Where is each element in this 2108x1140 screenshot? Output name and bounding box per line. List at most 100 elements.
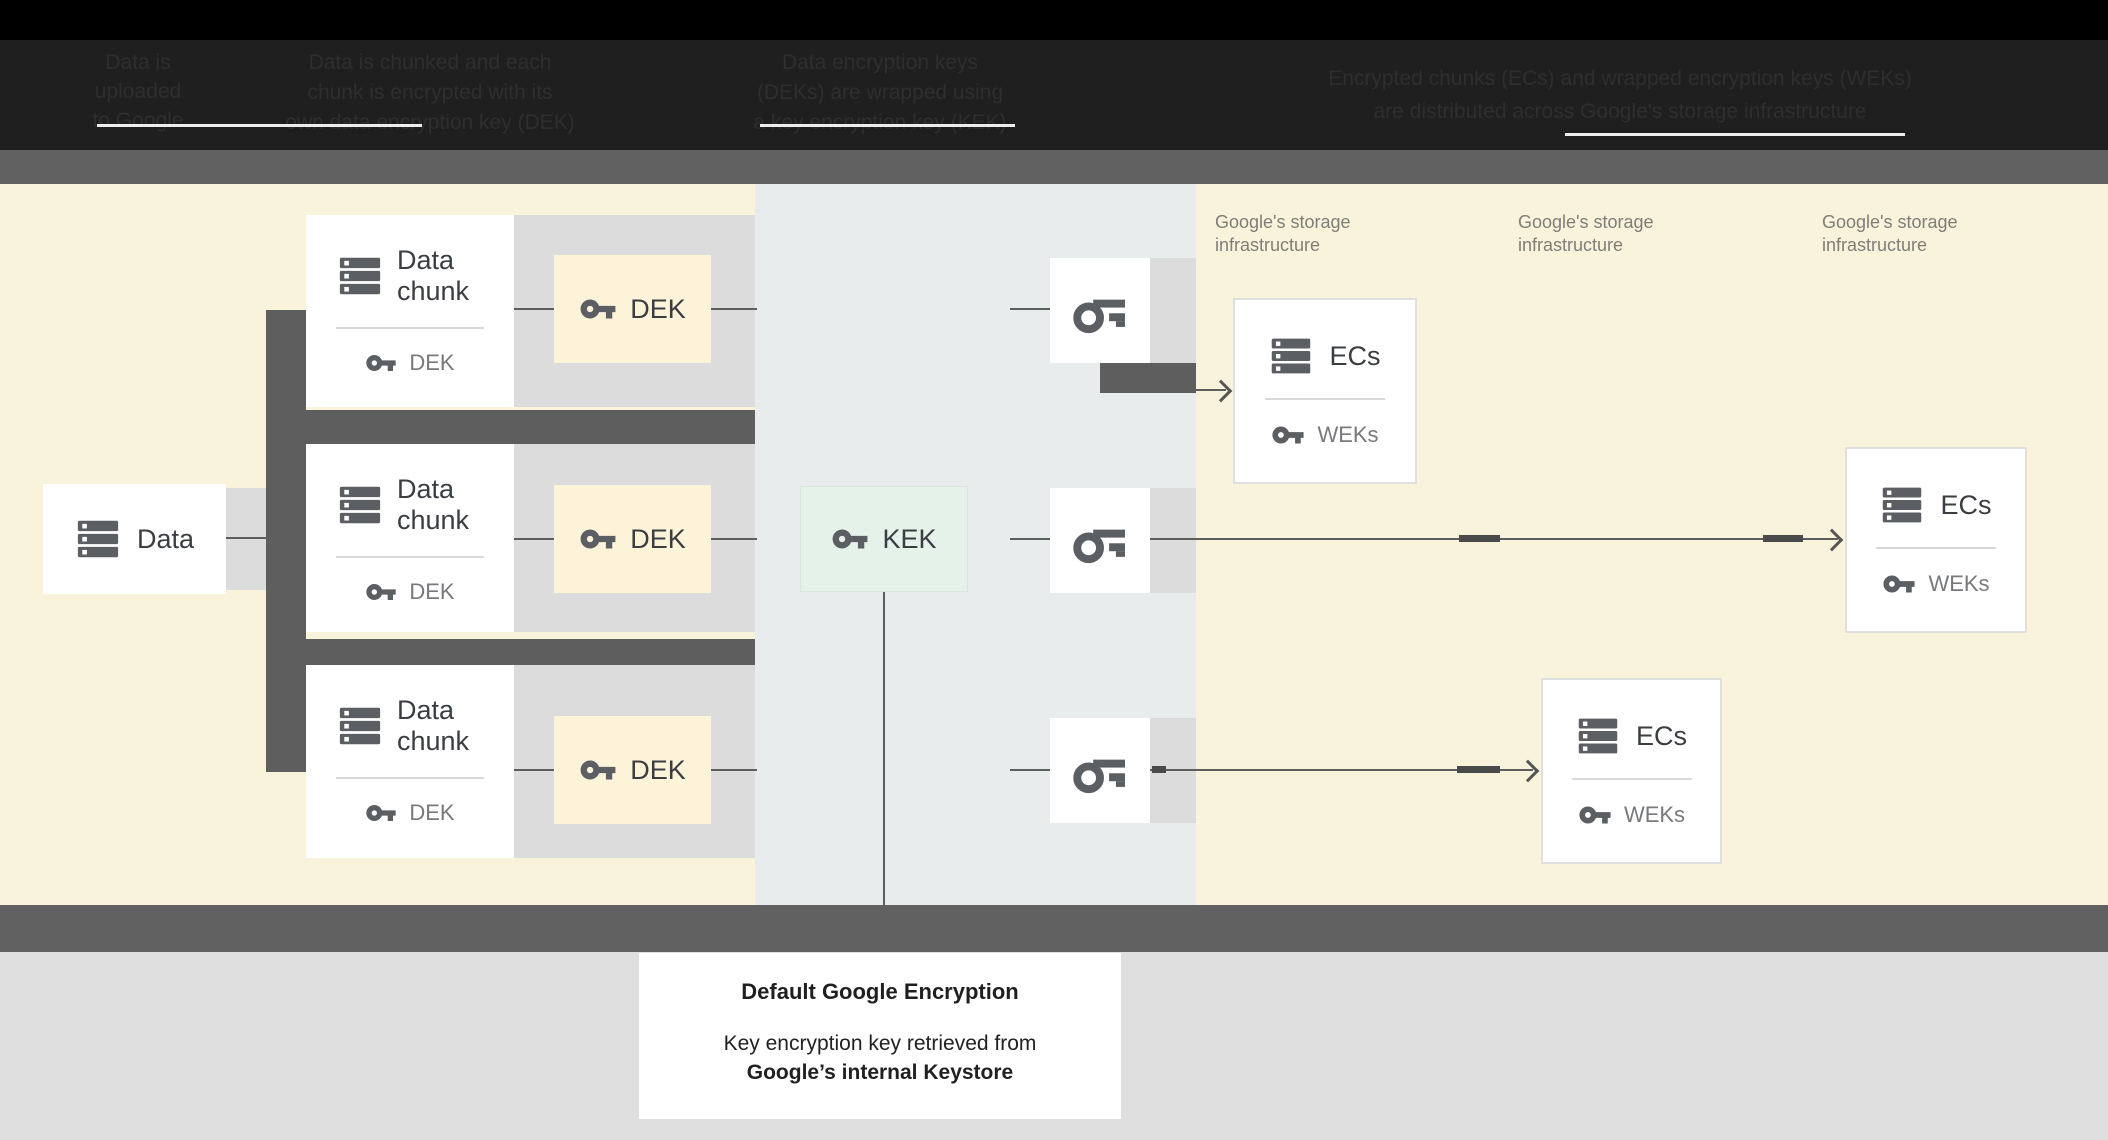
- header-line: a key encryption key (KEK): [753, 111, 1007, 134]
- wek-transfer-bar: [1100, 363, 1196, 393]
- dek-box: DEK: [554, 716, 711, 824]
- header-line: chunk is encrypted with its: [307, 81, 553, 104]
- keybox-backdrop-strip: [1150, 258, 1196, 363]
- caption-line: Key encryption key retrieved from: [723, 1032, 1037, 1055]
- box-divider: [336, 777, 484, 779]
- key-icon: [579, 520, 617, 558]
- caption-box: Default Google Encryption Key encryption…: [639, 953, 1121, 1119]
- arrow-segment: [1457, 766, 1500, 773]
- chunk-connector-bar: [306, 410, 755, 444]
- server-icon: [1880, 483, 1924, 527]
- dek-box-label: DEK: [630, 293, 686, 324]
- link-underline: [1565, 133, 1905, 136]
- header-line: Data encryption keys: [781, 51, 979, 74]
- bottom-divider-band: [0, 905, 2108, 952]
- chunk-box-title: Data chunk: [397, 474, 470, 535]
- keybox-backdrop-strip: [1150, 488, 1196, 593]
- link-underline: [760, 124, 1015, 127]
- data-chunk-box: Data chunk DEK: [306, 215, 514, 407]
- dek-box-label: DEK: [630, 754, 686, 785]
- data-box-label: Data: [136, 523, 195, 554]
- connector-line: [711, 308, 757, 310]
- chunk-key-label: DEK: [409, 350, 455, 375]
- ecs-key-label: WEKs: [1928, 571, 1990, 596]
- header-banner: Data is uploaded to Google Data is chunk…: [0, 0, 2108, 150]
- wrapped-key-box: [1050, 718, 1150, 823]
- storage-infrastructure-label: Google's storage infrastructure: [1518, 212, 1654, 255]
- chunk-key-label: DEK: [409, 579, 455, 604]
- chunk-box-title: Data chunk: [397, 695, 470, 756]
- key-icon: [831, 520, 869, 558]
- key-icon: [365, 797, 397, 829]
- arrow-line: [1150, 769, 1533, 771]
- diagram-canvas: Data Data chunk DEK: [0, 184, 2108, 905]
- caption-title: Default Google Encryption: [741, 979, 1019, 1004]
- data-chunk-box: Data chunk DEK: [306, 665, 514, 858]
- header-line: Encrypted chunks (ECs) and wrapped encry…: [1328, 67, 1912, 90]
- data-box: Data: [43, 484, 226, 594]
- header-line: are distributed across Google's storage …: [1373, 100, 1867, 123]
- ecs-box-title: ECs: [1940, 489, 1992, 520]
- key-icon: [1882, 567, 1916, 601]
- ecs-box-title: ECs: [1329, 340, 1381, 371]
- data-chunk-box: Data chunk DEK: [306, 444, 514, 632]
- server-icon: [337, 253, 383, 299]
- key-icon: [1578, 798, 1612, 832]
- box-divider: [336, 327, 484, 329]
- box-divider: [1265, 398, 1385, 400]
- key-icon: [1072, 746, 1128, 796]
- link-underline: [97, 124, 422, 127]
- ecs-key-label: WEKs: [1317, 422, 1379, 447]
- header-column-4: Encrypted chunks (ECs) and wrapped encry…: [1290, 62, 1950, 128]
- header-text-zone: [0, 40, 2108, 150]
- key-icon: [1072, 516, 1128, 566]
- connector-line: [711, 769, 757, 771]
- server-icon: [75, 516, 121, 562]
- header-column-2: Data is chunked and each chunk is encryp…: [260, 48, 600, 138]
- header-column-1: Data is uploaded to Google: [48, 48, 228, 135]
- arrow-line: [1196, 389, 1226, 391]
- connector-line: [514, 769, 554, 771]
- key-icon: [1072, 286, 1128, 336]
- ecs-box-title: ECs: [1635, 720, 1687, 751]
- box-divider: [336, 556, 484, 558]
- server-icon: [337, 703, 383, 749]
- ecs-box: ECs WEKs: [1541, 678, 1722, 864]
- connector-line: [226, 537, 266, 539]
- dek-box-label: DEK: [630, 523, 686, 554]
- arrow-segment: [1152, 766, 1166, 773]
- ecs-box: ECs WEKs: [1845, 447, 2027, 633]
- connector-line: [1010, 308, 1050, 310]
- header-line: uploaded: [94, 80, 182, 103]
- server-icon: [1269, 334, 1313, 378]
- header-line: Data is chunked and each: [308, 51, 552, 74]
- kek-box-label: KEK: [882, 523, 937, 554]
- dek-box: DEK: [554, 255, 711, 363]
- box-divider: [1571, 778, 1692, 780]
- dek-box: DEK: [554, 485, 711, 593]
- header-line: to Google: [92, 109, 184, 132]
- trunk-bar: [266, 310, 306, 772]
- ecs-key-label: WEKs: [1623, 802, 1686, 827]
- storage-infrastructure-label: Google's storage infrastructure: [1215, 212, 1351, 255]
- chunk-key-label: DEK: [409, 800, 455, 825]
- caption-line: Google’s internal Keystore: [746, 1061, 1014, 1084]
- kek-drop-line: [883, 592, 885, 905]
- data-connector-strip: [226, 488, 266, 590]
- wrapped-key-box: [1050, 488, 1150, 593]
- connector-line: [514, 538, 554, 540]
- key-icon: [365, 576, 397, 608]
- kek-box: KEK: [800, 486, 968, 592]
- connector-line: [514, 308, 554, 310]
- connector-line: [1010, 769, 1050, 771]
- top-divider-band: [0, 150, 2108, 184]
- server-icon: [1576, 714, 1620, 758]
- box-divider: [1876, 547, 1996, 549]
- storage-infrastructure-label: Google's storage infrastructure: [1822, 212, 1958, 255]
- key-icon: [579, 751, 617, 789]
- arrow-segment: [1763, 535, 1803, 542]
- connector-line: [1010, 538, 1050, 540]
- header-column-3: Data encryption keys (DEKs) are wrapped …: [742, 48, 1018, 138]
- chunk-box-title: Data chunk: [397, 245, 470, 306]
